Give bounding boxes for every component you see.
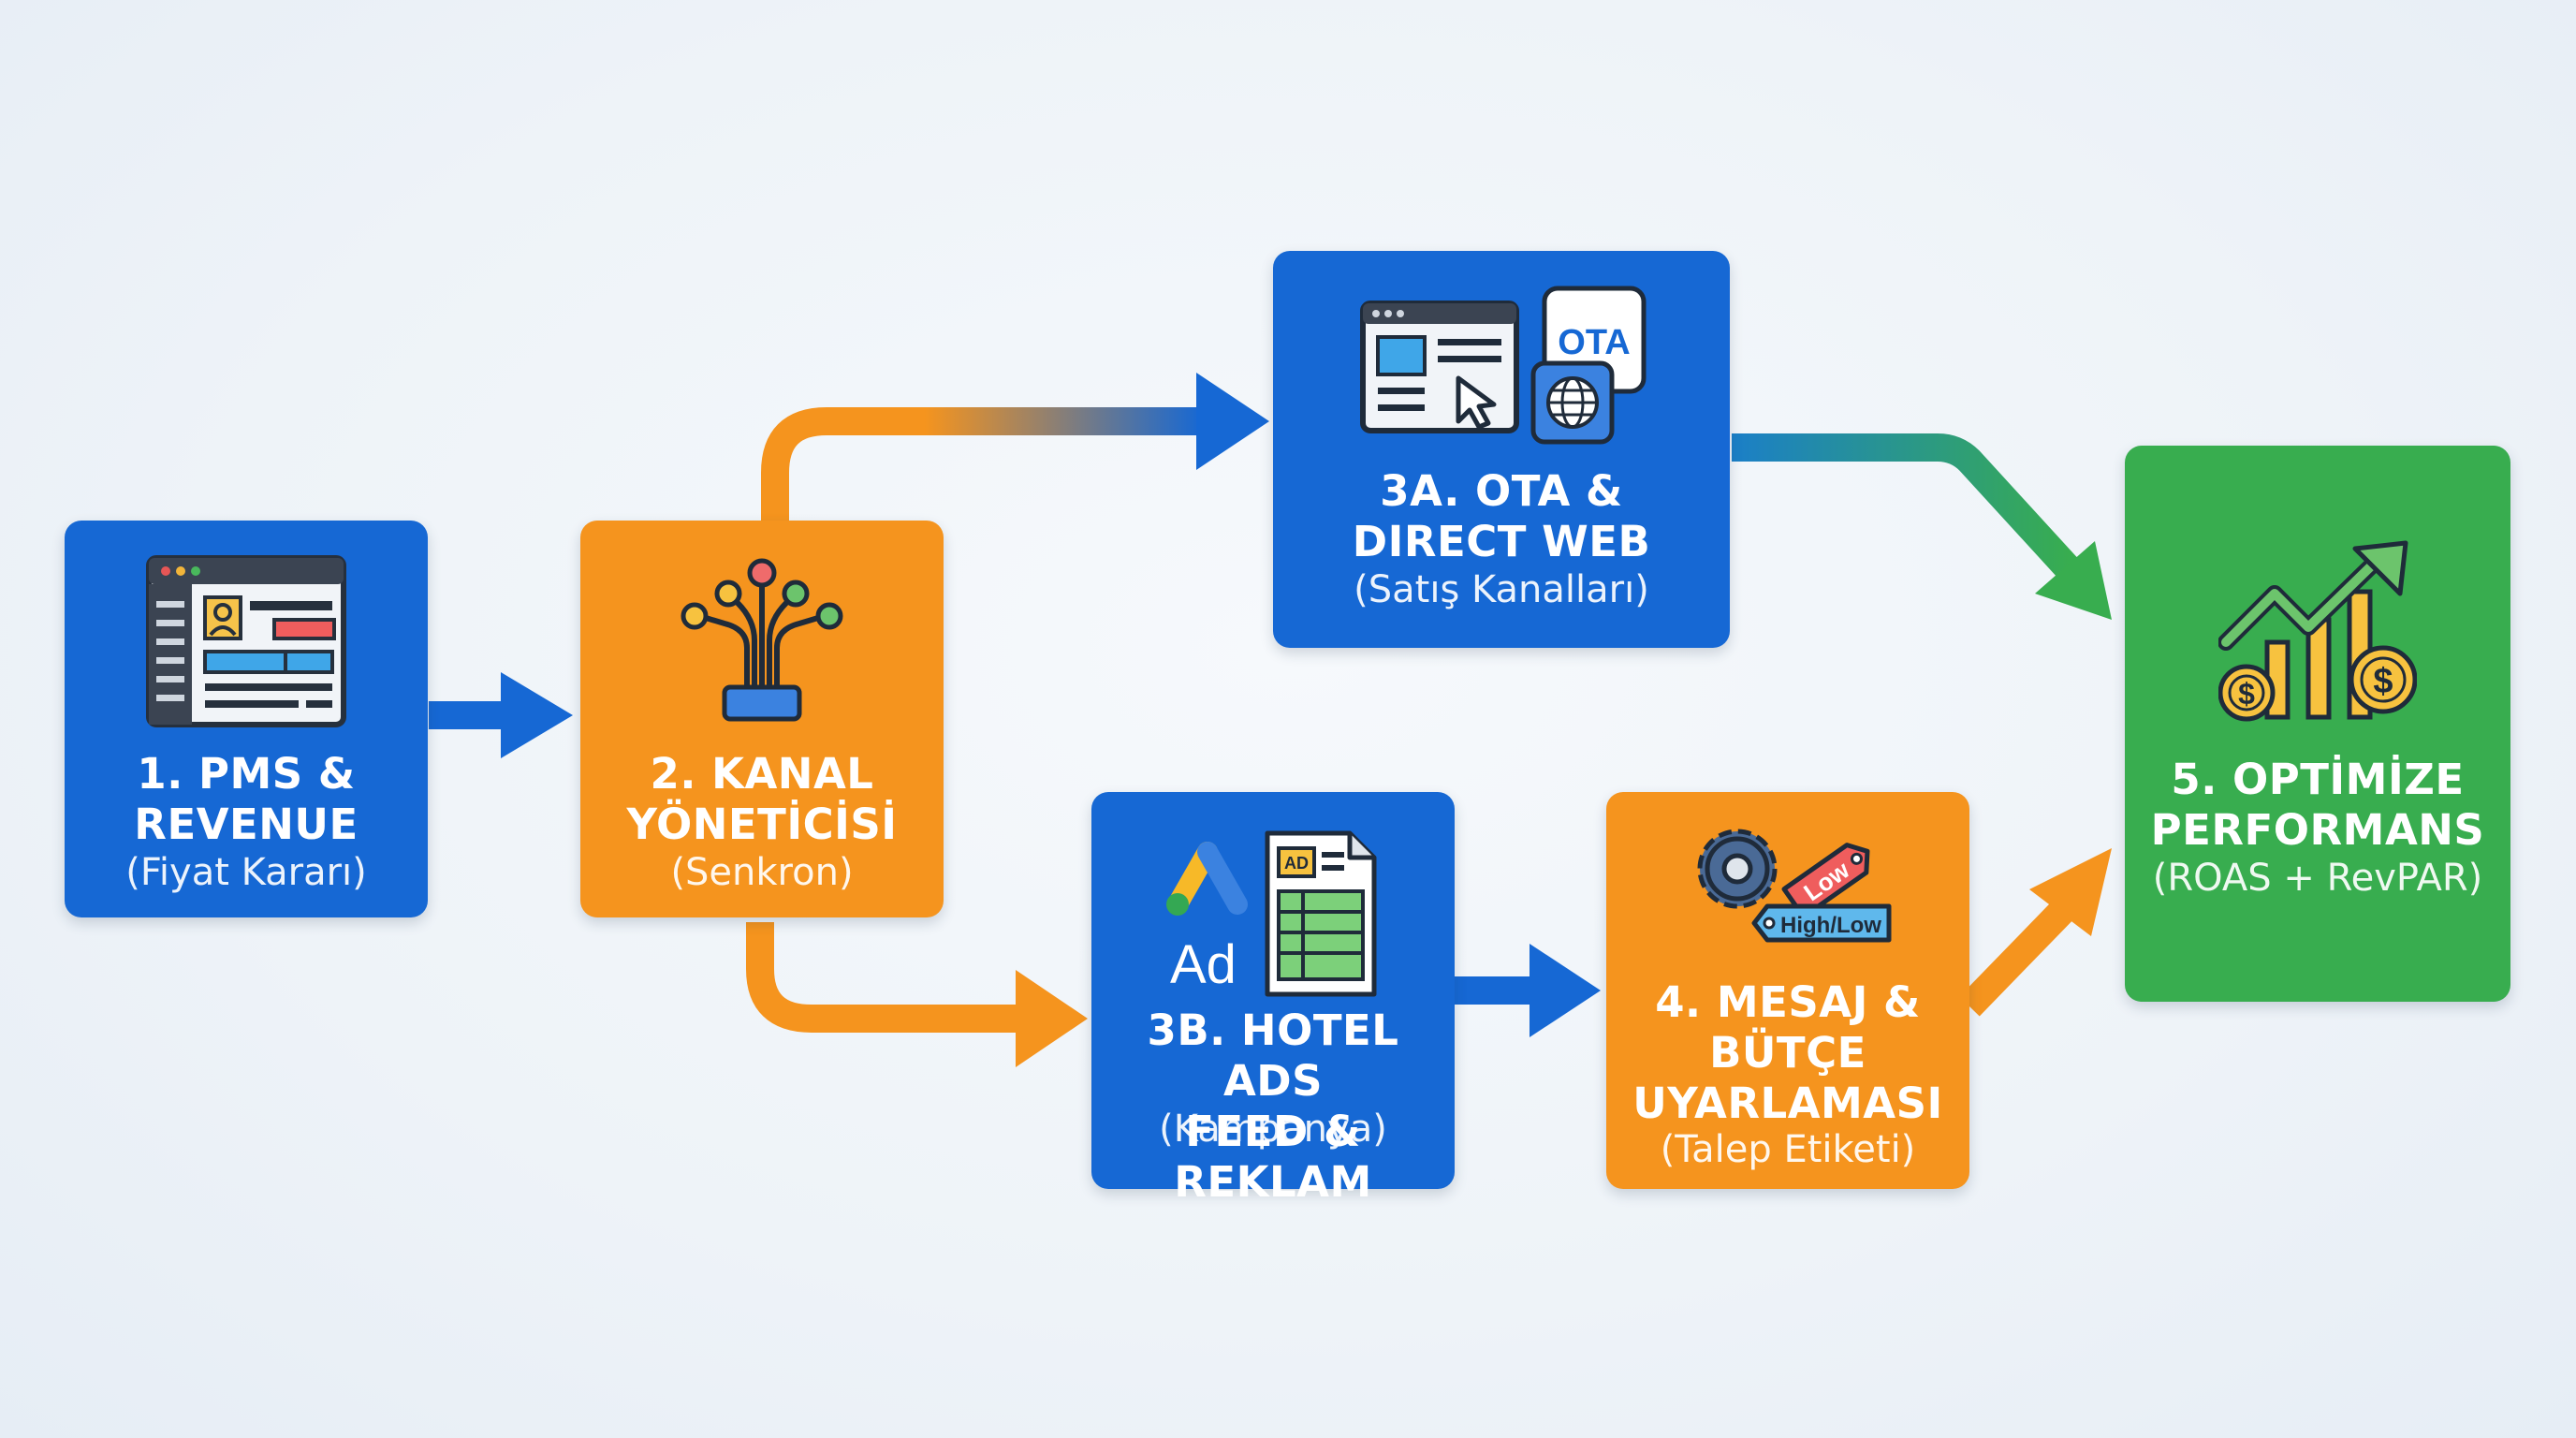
dashboard-window-icon [146, 555, 346, 727]
arrow-channel-to-ads [746, 922, 1020, 1033]
coin-left [2218, 664, 2276, 722]
ota-badge-label: OTA [1558, 323, 1630, 362]
coin-left-symbol: $ [2238, 677, 2255, 711]
step-title: 3B. HOTEL ADS FEED & REKLAM [1147, 1005, 1399, 1207]
coin-right-symbol: $ [2373, 662, 2393, 701]
arrow-channel-to-ads-head [1016, 970, 1088, 1067]
step-title: 5. OPTİMİZE PERFORMANS [2150, 755, 2485, 855]
arrow-channel-to-ota [761, 407, 1203, 524]
arrow-ota-to-optimize-head [2035, 541, 2112, 620]
arrow-pms-to-channel-head [501, 672, 573, 758]
step-title: 1. PMS & REVENUE [134, 749, 359, 849]
arrow-ota-to-optimize [1732, 433, 2082, 581]
step-hotel-ads-feed: Ad AD 3B. HOTEL ADS FEED & REKLAM (Kampa… [1091, 792, 1455, 1207]
google-ads-icon: Ad AD [1166, 830, 1377, 997]
ad-doc-label: AD [1284, 854, 1309, 873]
step-subtitle: (Talep Etiketi) [1660, 1128, 1916, 1171]
network-hub-icon [681, 558, 843, 722]
step-title: 2. KANAL YÖNETİCİSİ [626, 749, 898, 849]
step-subtitle: (Fiyat Kararı) [125, 851, 367, 894]
arrow-ads-to-message-head [1530, 944, 1601, 1037]
web-browser-icon: OTA [1360, 286, 1647, 445]
step-ota-direct-web: OTA 3A. OTA & DIRECT WEB (Satış Kanallar… [1273, 251, 1730, 648]
step-subtitle: (ROAS + RevPAR) [2152, 857, 2483, 900]
gear-price-tag-icon: Low High/Low [1697, 829, 1892, 943]
tag-highlow-label: High/Low [1780, 913, 1881, 938]
arrow-message-to-optimize [1959, 898, 2075, 1017]
step-channel-manager: 2. KANAL YÖNETİCİSİ (Senkron) [580, 521, 944, 917]
arrow-message-to-optimize-head [2029, 848, 2112, 936]
step-title: 4. MESAJ & BÜTÇE UYARLAMASI [1632, 977, 1943, 1128]
growth-chart-coins-icon: $ $ [2218, 540, 2417, 722]
step-subtitle: (Senkron) [670, 851, 854, 894]
step-pms-revenue: 1. PMS & REVENUE (Fiyat Kararı) [65, 521, 428, 917]
arrow-channel-to-ota-head [1196, 373, 1269, 470]
step-optimize-performance: $ $ 5. OPTİMİZE PERFORMANS (ROAS + RevPA… [2125, 446, 2510, 1002]
step-subtitle: (Kampanya) [1159, 1108, 1387, 1151]
gear-icon [1697, 829, 1778, 909]
step-subtitle: (Satış Kanalları) [1354, 568, 1649, 611]
ad-label: Ad [1170, 934, 1237, 995]
step-title: 3A. OTA & DIRECT WEB [1352, 466, 1651, 566]
step-message-budget: Low High/Low 4. MESAJ & BÜTÇE UYARLAMASI… [1606, 792, 1969, 1189]
